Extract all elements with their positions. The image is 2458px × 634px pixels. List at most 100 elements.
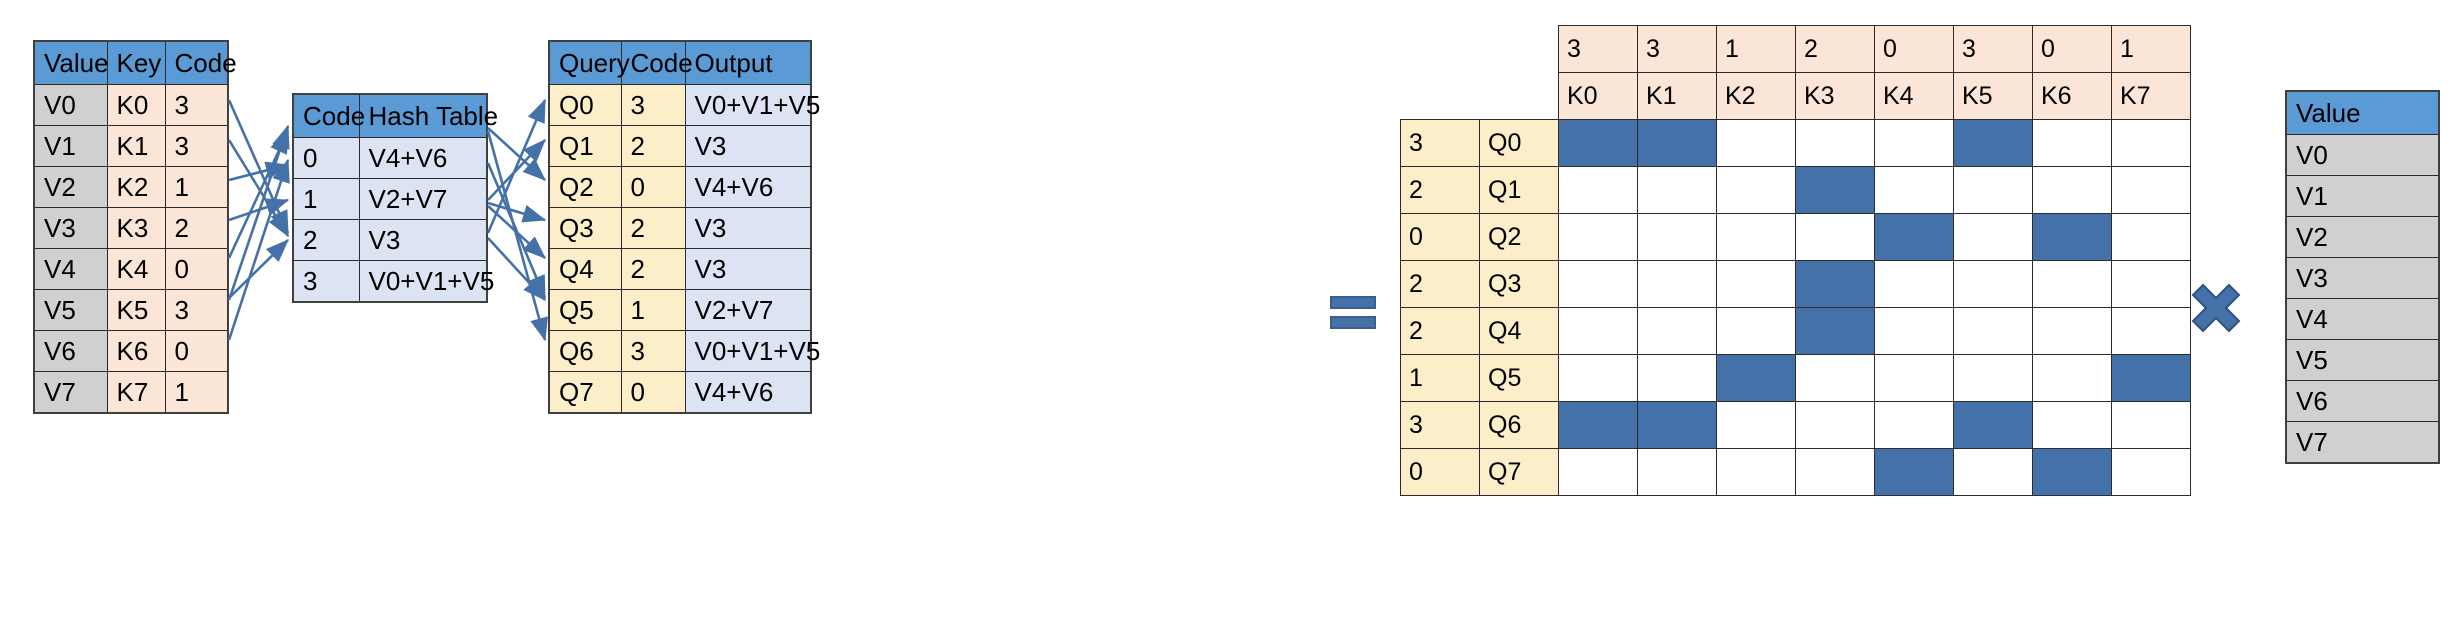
- matrix-cell: [1795, 213, 1875, 261]
- table-row: 2 V3: [292, 219, 488, 261]
- hash-to-query-arrows: [486, 98, 548, 342]
- matrix-key-label: K0: [1558, 72, 1638, 120]
- cell-query: Q2: [548, 166, 622, 208]
- cell-value: V2: [2285, 216, 2440, 258]
- cell-value: V6: [33, 330, 108, 372]
- matrix-cell: [1716, 213, 1796, 261]
- cell-value: V1: [33, 125, 108, 167]
- matrix-cell: [1795, 448, 1875, 496]
- cell-value: V5: [33, 289, 108, 331]
- matrix-cell: [2111, 119, 2191, 167]
- cell-value: V3: [2285, 257, 2440, 299]
- multiply-icon: [2191, 283, 2241, 333]
- cell-output: V4+V6: [684, 166, 812, 208]
- value-key-code-table: Value Key Code V0 K0 3 V1 K1 3 V2 K2 1 V…: [33, 40, 237, 414]
- matrix-cell: [1953, 260, 2033, 308]
- cell-value: V5: [2285, 339, 2440, 381]
- matrix-query-label: Q2: [1479, 213, 1559, 261]
- matrix-key-label: K3: [1795, 72, 1875, 120]
- matrix-cell: [2111, 260, 2191, 308]
- cell-code: 3: [620, 330, 686, 372]
- cell-query: Q1: [548, 125, 622, 167]
- cell-code: 2: [292, 219, 360, 261]
- matrix-cell: [1874, 166, 1954, 214]
- matrix-cell: [1637, 260, 1717, 308]
- table-row: 1 V2+V7: [292, 178, 488, 220]
- table-row: V2 K2 1: [33, 166, 229, 208]
- cell-output: V0+V1+V5: [684, 330, 820, 372]
- matrix-cell: [1795, 260, 1875, 308]
- matrix-cell: [1874, 401, 1954, 449]
- matrix-query-label: Q5: [1479, 354, 1559, 402]
- table-row: V7: [2285, 421, 2440, 464]
- matrix-cell: [1795, 354, 1875, 402]
- matrix-key-label: K2: [1716, 72, 1796, 120]
- column-header-code: Code: [164, 40, 237, 85]
- equals-icon: [1330, 296, 1376, 340]
- matrix-cell: [1795, 307, 1875, 355]
- cell-value: V4: [2285, 298, 2440, 340]
- matrix-corner-spacer: [1480, 73, 1559, 120]
- matrix-cell: [1558, 119, 1638, 167]
- matrix-cell: [1637, 166, 1717, 214]
- matrix-query-code: 2: [1400, 166, 1480, 214]
- value-output-table: Value V0 V1 V2 V3 V4 V5 V6 V7: [2285, 90, 2440, 464]
- matrix-cell: [2111, 354, 2191, 402]
- matrix-cell: [2032, 448, 2112, 496]
- matrix-cell: [1558, 307, 1638, 355]
- matrix-key-label: K5: [1953, 72, 2033, 120]
- matrix-query-code: 2: [1400, 307, 1480, 355]
- matrix-cell: [1953, 448, 2033, 496]
- matrix-cell: [1795, 401, 1875, 449]
- matrix-cell: [1637, 448, 1717, 496]
- table-row: V7 K7 1: [33, 371, 229, 414]
- cell-value: V7: [33, 371, 108, 414]
- table-row: Q1 2 V3: [548, 125, 812, 167]
- cell-value: V0: [2285, 134, 2440, 176]
- matrix-key-label: K6: [2032, 72, 2112, 120]
- matrix-key-code: 1: [2111, 25, 2191, 73]
- matrix-key-label: K7: [2111, 72, 2191, 120]
- matrix-query-code: 3: [1400, 401, 1480, 449]
- matrix-cell: [1716, 166, 1796, 214]
- cell-key: K4: [106, 248, 166, 290]
- matrix-query-code: 1: [1400, 354, 1480, 402]
- matrix-key-label: K4: [1874, 72, 1954, 120]
- cell-code: 1: [620, 289, 686, 331]
- matrix-query-label: Q3: [1479, 260, 1559, 308]
- column-header-code: Code: [292, 93, 365, 138]
- cell-query: Q7: [548, 371, 622, 414]
- matrix-cell: [1558, 260, 1638, 308]
- matrix-query-code: 0: [1400, 448, 1480, 496]
- matrix-cell: [2111, 448, 2191, 496]
- matrix-cell: [2032, 166, 2112, 214]
- cell-value: V1: [2285, 175, 2440, 217]
- matrix-cell: [2032, 401, 2112, 449]
- cell-code: 0: [620, 371, 686, 414]
- equals-bar-bottom: [1330, 316, 1376, 329]
- matrix-cell: [1874, 448, 1954, 496]
- table-row: Q4 2 V3: [548, 248, 812, 290]
- matrix-key-code: 0: [1874, 25, 1954, 73]
- cell-code: 1: [164, 166, 229, 208]
- matrix-cell: [1558, 354, 1638, 402]
- cell-output: V4+V6: [684, 371, 812, 414]
- matrix-query-label: Q7: [1479, 448, 1559, 496]
- kv-to-hash-arrows: [227, 99, 290, 341]
- cell-key: K2: [106, 166, 166, 208]
- matrix-query-code: 2: [1400, 260, 1480, 308]
- matrix-cell: [1716, 119, 1796, 167]
- matrix-cell: [1716, 354, 1796, 402]
- matrix-key-code: 1: [1716, 25, 1796, 73]
- table-row: V6: [2285, 380, 2440, 422]
- matrix-cell: [1953, 401, 2033, 449]
- matrix-cell: [1558, 448, 1638, 496]
- table-row: V2: [2285, 216, 2440, 258]
- matrix-key-code: 2: [1795, 25, 1875, 73]
- cell-key: K3: [106, 207, 166, 249]
- cell-code: 0: [292, 137, 360, 179]
- query-code-output-table: Query Code Output Q0 3 V0+V1+V5 Q1 2 V3 …: [548, 40, 820, 414]
- cell-key: K1: [106, 125, 166, 167]
- cell-key: K6: [106, 330, 166, 372]
- table-row: 3 V0+V1+V5: [292, 260, 494, 303]
